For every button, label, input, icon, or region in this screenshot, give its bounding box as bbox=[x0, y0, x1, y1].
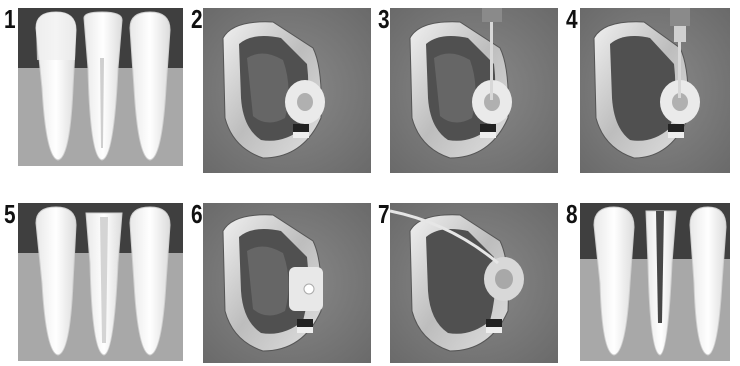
panel-number: 6 bbox=[191, 201, 202, 227]
panel-3: 3 bbox=[390, 8, 558, 173]
panel-number: 3 bbox=[378, 6, 389, 32]
sealed-opening-photo bbox=[203, 203, 371, 363]
panel-number: 4 bbox=[566, 6, 577, 32]
panel-number: 7 bbox=[378, 201, 389, 227]
panel-number: 1 bbox=[4, 6, 15, 32]
panel-8: 8 bbox=[580, 203, 730, 361]
panel-4: 4 bbox=[580, 8, 730, 173]
panel-number: 8 bbox=[566, 201, 577, 227]
panel-2: 2 bbox=[203, 8, 371, 173]
syringe-irrigation-photo bbox=[390, 203, 558, 363]
file-insertion-photo bbox=[390, 8, 558, 173]
rubber-dam-photo bbox=[203, 8, 371, 173]
panel-7: 7 bbox=[390, 203, 558, 363]
panel-6: 6 bbox=[203, 203, 371, 363]
teeth-illustration bbox=[18, 8, 183, 166]
post-cavity-illustration bbox=[580, 203, 730, 361]
panel-5: 5 bbox=[18, 203, 183, 361]
panel-number: 2 bbox=[191, 6, 202, 32]
file-deeper-photo bbox=[580, 8, 730, 173]
panel-number: 5 bbox=[4, 201, 15, 227]
panel-1: 1 bbox=[18, 8, 183, 166]
canal-filled-illustration bbox=[18, 203, 183, 361]
